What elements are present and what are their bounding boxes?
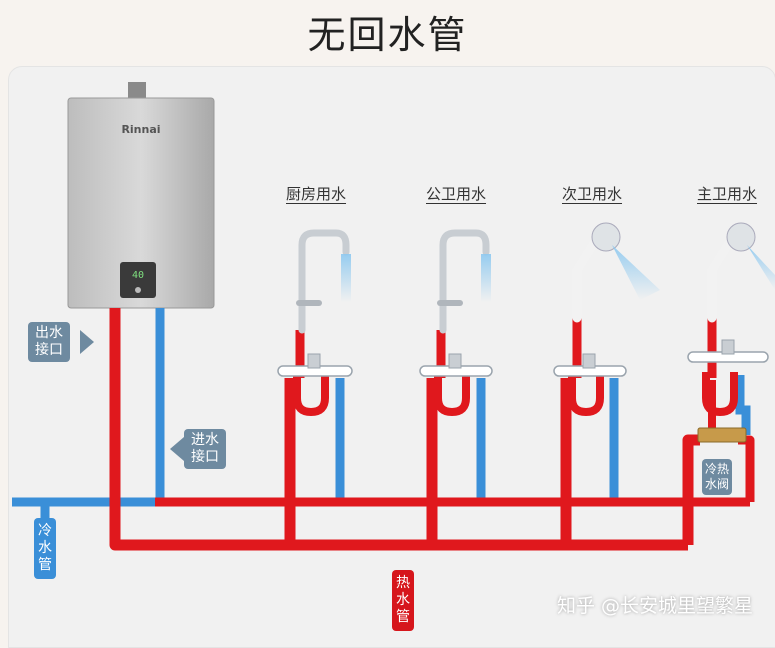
shower-heads <box>572 222 775 323</box>
heater-display: 40 <box>132 270 144 281</box>
cold-branch-master <box>735 375 751 435</box>
valve-public <box>448 353 462 369</box>
shower-spray-second <box>612 245 660 300</box>
hot-main-pipe <box>109 308 688 551</box>
faucet-public <box>439 229 490 334</box>
mixing-valve-label-line2: 水阀 <box>705 477 730 491</box>
hot-main-riser <box>682 434 700 545</box>
inlet-label: 进水 接口 <box>184 429 226 469</box>
outlet-label-line1: 出水 <box>35 325 63 341</box>
page-title: 无回水管 <box>307 13 468 57</box>
inlet-label-line2: 接口 <box>191 449 219 465</box>
mixing-valve-label: 冷热 水阀 <box>702 459 733 495</box>
valve-kitchen <box>307 353 321 369</box>
faucet-water <box>341 254 491 302</box>
mixing-valve-body <box>697 427 747 443</box>
fixture-label-master: 主卫用水 <box>697 185 758 203</box>
inlet-label-arrow <box>170 437 184 461</box>
heater-knob <box>135 287 141 293</box>
cold-pipe-label: 冷 水 管 <box>34 518 56 579</box>
valve-master <box>721 339 735 355</box>
heater-control-panel <box>120 262 156 298</box>
hot-pipe-label-char1: 热 <box>396 575 410 591</box>
cold-pipe-label-char1: 冷 <box>38 523 52 539</box>
faucet-kitchen <box>298 229 350 334</box>
mixing-valve <box>697 427 747 443</box>
hot-pipe-label-char3: 管 <box>396 609 410 625</box>
u-trap-kitchen <box>293 372 329 417</box>
shower-head-second <box>591 222 621 252</box>
water-heater: Rinnai 40 <box>67 82 215 309</box>
faucets <box>298 229 490 334</box>
u-trap-public <box>434 372 470 417</box>
faucet-handles <box>296 300 463 306</box>
shower-spray-master <box>747 245 775 290</box>
shower-hose-second <box>572 235 601 323</box>
u-trap-master <box>702 372 738 417</box>
outlet-label-line2: 接口 <box>35 342 63 358</box>
u-traps <box>293 372 738 430</box>
hot-pipe-label-char2: 水 <box>396 592 410 608</box>
outlet-label-arrow <box>80 330 94 354</box>
shower-hose-master <box>707 235 736 323</box>
outlet-label: 出水 接口 <box>28 322 70 362</box>
fixture-label-kitchen: 厨房用水 <box>286 185 347 203</box>
heater-body <box>67 97 215 309</box>
mixing-valve-label-line1: 冷热 <box>705 462 730 476</box>
water-stream-kitchen <box>341 254 351 302</box>
watermark: 知乎 @长安城里望繁星 <box>556 595 753 617</box>
cold-pipe-label-char2: 水 <box>38 540 52 556</box>
faucet-handle-kitchen <box>296 300 322 306</box>
sink-plates <box>277 351 769 377</box>
hot-pipe-label: 热 水 管 <box>392 570 414 631</box>
faucet-handle-public <box>437 300 463 306</box>
heater-brand: Rinnai <box>121 123 160 136</box>
hot-distribution-end <box>738 435 755 502</box>
inlet-label-line1: 进水 <box>191 432 219 448</box>
valve-second <box>582 353 596 369</box>
fixture-label-second: 次卫用水 <box>562 185 623 203</box>
valve-bodies <box>307 339 735 369</box>
water-stream-public <box>481 254 491 302</box>
cold-pipe-label-char3: 管 <box>38 557 52 573</box>
u-trap-second <box>568 372 604 417</box>
fixture-label-public: 公卫用水 <box>426 185 487 203</box>
cold-pipes <box>12 308 751 520</box>
hot-pipes <box>109 308 755 551</box>
heater-exhaust <box>128 82 146 100</box>
shower-head-master <box>726 222 756 252</box>
